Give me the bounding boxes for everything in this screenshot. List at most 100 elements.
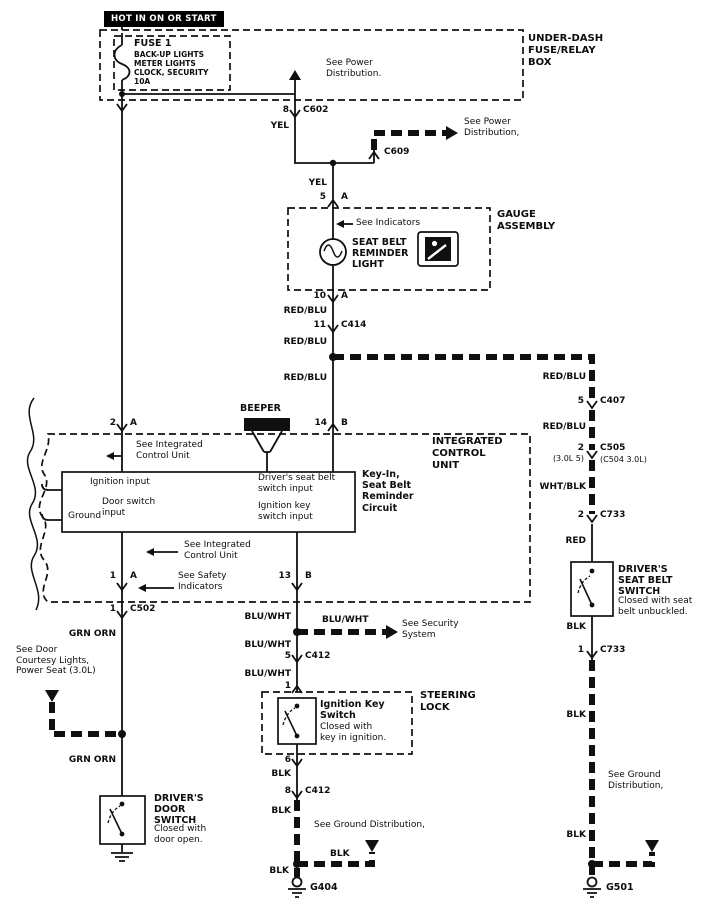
c733-upper-name: C733	[600, 510, 626, 520]
wire-label-blk-6: BLK	[566, 710, 586, 720]
icu-a1-connector-icon	[116, 582, 128, 592]
wire-label-redblu-4: RED/BLU	[542, 372, 586, 382]
wire-label-bluwht-3: BLU/WHT	[244, 640, 291, 650]
c412-lower-pin: 8	[284, 786, 291, 796]
gauge-out-pin: 10	[313, 291, 326, 301]
g501-ground-symbol	[583, 888, 601, 898]
c412-upper-connector-icon	[291, 654, 303, 664]
integrated-control-unit-box-outline	[38, 433, 531, 603]
wire-label-blk-3: BLK	[330, 849, 350, 859]
ref-ground-right: See Ground Distribution,	[608, 770, 664, 791]
c609-connector-icon	[368, 150, 380, 160]
hot-in-on-or-start-banner: HOT IN ON OR START	[104, 11, 224, 27]
door-switch-ground-symbol	[111, 844, 133, 862]
wire-label-redblu-2: RED/BLU	[283, 337, 327, 347]
g501-terminal	[586, 876, 598, 888]
steering-lock-box-outline	[261, 691, 413, 755]
wire-label-yel-2: YEL	[308, 178, 327, 188]
g404-ground-symbol	[288, 888, 306, 898]
c505-name-note: (C504 3.0L)	[600, 455, 647, 464]
lamp-filament	[323, 244, 343, 258]
icu-bottom-arrow-icon	[146, 548, 154, 556]
c407-name: C407	[600, 396, 626, 406]
belt-switch-desc: Closed with seat belt unbuckled.	[618, 596, 693, 617]
door-branch-arrow-icon	[45, 690, 59, 702]
ref-security: See Security System	[402, 619, 459, 640]
steering-out-pin: 6	[284, 755, 291, 765]
c733-lower-connector-icon	[586, 650, 598, 660]
reminder-lamp-symbol	[319, 238, 347, 266]
door-switch-terminal	[119, 801, 125, 807]
belt-switch-title: DRIVER'S SEAT BELT SWITCH	[618, 564, 673, 598]
junction-dot	[329, 159, 337, 167]
icon-head	[431, 240, 438, 247]
wire-label-grnorn-2: GRN ORN	[68, 755, 116, 765]
key-switch-title: Ignition Key Switch	[320, 699, 385, 722]
icu-terminal-hook-2	[41, 513, 62, 521]
wire-label-bluwht-1: BLU/WHT	[244, 612, 291, 622]
safety-arrow-icon	[138, 584, 146, 592]
under-dash-fuse-relay-box-outline	[99, 29, 524, 101]
c412-lower-connector-icon	[291, 790, 303, 800]
wire-label-redblu-5: RED/BLU	[542, 422, 586, 432]
thick-wire-right-ground-branch	[592, 852, 655, 867]
fuse-name: FUSE 1	[134, 38, 172, 49]
c502-name: C502	[130, 604, 156, 614]
thick-wire-redblu-right	[333, 354, 595, 400]
icu-b13-connector-icon	[291, 582, 303, 592]
junction-dot	[293, 628, 301, 636]
c733-upper-connector-icon	[586, 514, 598, 524]
belt-switch-terminal	[589, 568, 595, 574]
icu-box-label: INTEGRATED CONTROL UNIT	[432, 436, 503, 471]
junction-dot	[119, 91, 125, 97]
fuse-details: BACK-UP LIGHTS METER LIGHTS CLOCK, SECUR…	[134, 50, 209, 86]
wire-label-grnorn-1: GRN ORN	[68, 629, 116, 639]
ref-power-top: See Power Distribution.	[326, 58, 382, 79]
icu-a1-pin: 1	[109, 571, 116, 581]
indicators-arrow-icon	[336, 220, 344, 228]
c505-pin-note: (3.0L 5)	[552, 454, 584, 463]
security-arrow-icon	[386, 625, 398, 639]
icon-belt-strap	[427, 244, 447, 260]
icu-b14-pin: 14	[314, 418, 327, 428]
icu-b13-name: B	[305, 571, 312, 581]
thick-wire-center-ground-branch	[297, 852, 375, 867]
center-ground-arrow-icon	[365, 840, 379, 852]
right-ground-arrow-icon	[645, 840, 659, 852]
junction-dot	[329, 353, 337, 361]
power-right-arrow-icon	[446, 126, 458, 140]
c502-connector-icon	[116, 610, 128, 620]
gauge-box-label: GAUGE ASSEMBLY	[497, 209, 556, 232]
door-switch-arc	[107, 805, 121, 824]
junction-dot	[118, 730, 126, 738]
icu-pin-ignition-input: Ignition input	[90, 477, 150, 487]
g501-label: G501	[606, 882, 634, 893]
icu-b14-connector-icon	[327, 422, 339, 432]
wire-label-bluwht-2: BLU/WHT	[322, 615, 369, 625]
steering-out-connector-icon	[291, 758, 303, 768]
icu-a2-connector-icon	[116, 423, 128, 433]
wire-label-whtblk: WHT/BLK	[539, 482, 586, 492]
c414-name: C414	[341, 320, 367, 330]
icu-a2-pin: 2	[109, 418, 116, 428]
wire-label-blk-1: BLK	[271, 769, 291, 779]
icu-b14-name: B	[341, 418, 348, 428]
key-switch-arc	[282, 707, 296, 726]
door-switch-title: DRIVER'S DOOR SWITCH	[154, 793, 204, 827]
ref-icu-bottom: See Integrated Control Unit	[184, 540, 251, 561]
c407-pin: 5	[577, 396, 584, 406]
ref-ground-center: See Ground Distribution,	[314, 820, 425, 830]
icu-pin-belt-input: Driver's seat belt switch input	[258, 473, 336, 494]
icu-inner-box	[61, 471, 356, 533]
wire-label-blk-7: BLK	[566, 830, 586, 840]
c414-pin: 11	[313, 320, 326, 330]
wire-label-blk-5: BLK	[566, 622, 586, 632]
c733-upper-pin: 2	[577, 510, 584, 520]
junction-dot	[293, 860, 301, 868]
gauge-assembly-box-outline	[287, 207, 491, 291]
icu-a1-name: A	[130, 571, 137, 581]
torn-edge-line	[26, 397, 40, 611]
c602-pin: 8	[282, 105, 289, 115]
thick-wire-power-dist	[371, 130, 446, 150]
